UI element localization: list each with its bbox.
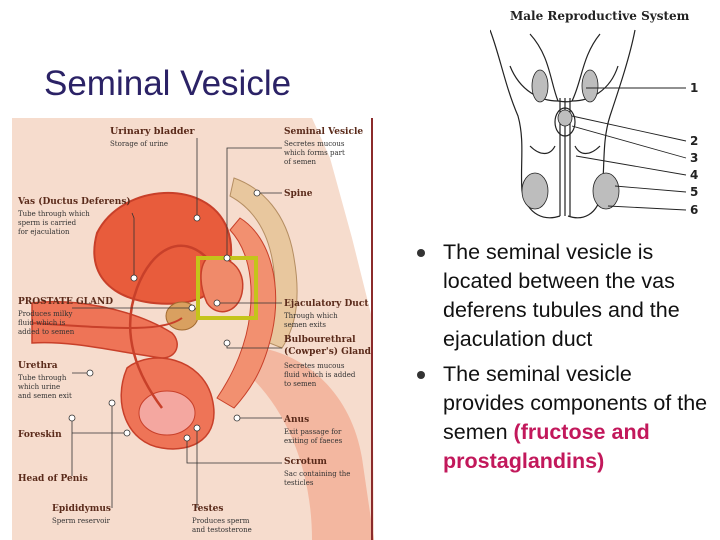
label-testes-desc2: and testosterone [192,526,252,534]
label-urethra: Urethra [18,361,58,371]
anatomy-illustration: Urinary bladder Storage of urine Seminal… [12,118,374,540]
label-epididymus: Epididymus [52,504,111,514]
leader-lines [71,138,282,508]
penis-shape [31,301,178,359]
reference-number-6: 6 [690,203,698,217]
label-vas-deferens-desc2: sperm is carried [18,219,77,227]
leader-dots [68,189,261,442]
label-seminal-vesicle-desc1: Secretes mucous [284,140,345,148]
reference-number-4: 4 [690,168,698,182]
label-bulbourethral-1: Bulbourethral [284,335,356,345]
bullet-text-2: The seminal vesicle provides components … [443,362,708,444]
urethra-path [31,317,183,329]
label-urinary-bladder-desc: Storage of urine [110,140,168,148]
reference-number-2: 2 [690,134,698,148]
label-head-of-penis: Head of Penis [18,474,88,484]
label-prostate-desc3: added to semen [18,328,75,336]
label-urethra-desc3: and semen exit [18,392,72,400]
label-bulbourethral-desc1: Secretes mucous [284,362,345,370]
label-seminal-vesicle-desc2: which forms part [284,149,345,157]
label-foreskin: Foreskin [18,430,62,440]
reference-diagram: Male Reproductive System 1 2 3 4 5 6 [490,9,698,219]
label-vas-deferens-desc3: for ejaculation [18,228,70,236]
label-testes-desc1: Produces sperm [192,517,250,525]
reference-diagram-title: Male Reproductive System [510,9,690,23]
label-urethra-desc1: Tube through [18,374,67,382]
label-bulbourethral-desc2: fluid which is added [284,371,356,379]
vas-deferens-path [128,244,208,409]
label-anus: Anus [283,415,309,425]
label-prostate-desc2: fluid which is [18,319,66,327]
bullet-dot-icon [417,249,425,257]
bullet-emphasis: (fructose and prostaglandins) [443,420,650,473]
label-urinary-bladder: Urinary bladder [110,126,196,137]
label-anus-desc2: exiting of faeces [284,437,343,445]
label-prostate-desc1: Produces milky [18,310,72,318]
label-ejaculatory-duct-desc2: semen exits [284,321,326,329]
label-scrotum-desc2: testicles [284,479,314,487]
reference-number-5: 5 [690,185,698,199]
label-scrotum: Scrotum [284,457,327,467]
reference-number-3: 3 [690,151,698,165]
rectum-shape [216,217,277,409]
label-epididymus-desc: Sperm reservoir [52,517,111,525]
label-spine: Spine [284,189,313,199]
bullet-text-1: The seminal vesicle is located between t… [443,240,680,351]
bullet-dot-icon [417,371,425,379]
label-seminal-vesicle: Seminal Vesicle [284,127,363,137]
label-ejaculatory-duct: Ejaculatory Duct [284,299,369,309]
bullet-list: The seminal vesicle is located between t… [415,238,715,482]
label-vas-deferens: Vas (Ductus Deferens) [17,196,131,207]
label-bulbourethral-desc3: to semen [284,380,317,388]
bullet-item-2: The seminal vesicle provides components … [415,360,715,476]
testis-shape [138,390,196,436]
seminal-vesicle-shape [200,256,244,313]
bullet-item-1: The seminal vesicle is located between t… [415,238,715,354]
label-scrotum-desc1: Sac containing the [284,470,350,478]
reference-number-1: 1 [690,81,698,95]
slide-title: Seminal Vesicle [44,64,292,103]
label-seminal-vesicle-desc3: of semen [284,158,317,166]
label-anus-desc1: Exit passage for [284,428,342,436]
label-vas-deferens-desc1: Tube through which [18,210,90,218]
label-prostate: PROSTATE GLAND [18,297,113,307]
label-ejaculatory-duct-desc1: Through which [284,312,338,320]
label-urethra-desc2: which urine [18,383,60,391]
buttock-shape [252,348,374,540]
label-testes: Testes [192,504,223,514]
label-bulbourethral-2: (Cowper's) Gland [284,346,372,357]
